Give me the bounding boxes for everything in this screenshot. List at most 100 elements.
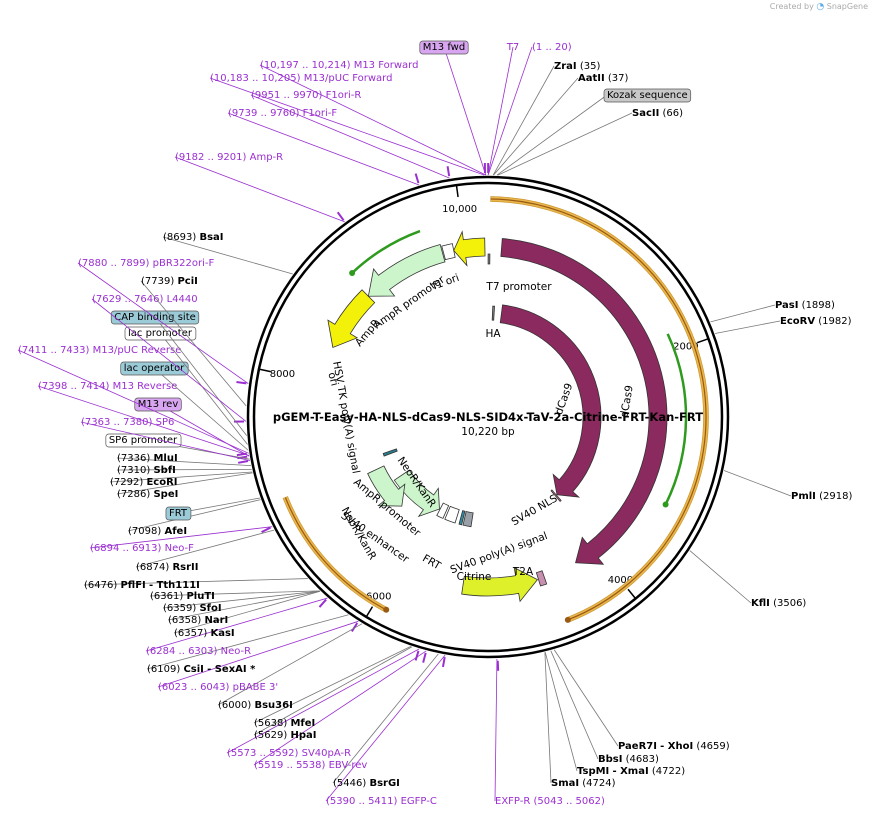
- label-leader-line: [77, 262, 249, 384]
- feature-f1-ori[interactable]: [453, 230, 486, 267]
- map-label[interactable]: (5390 .. 5411) EGFP-C: [326, 796, 437, 807]
- map-label[interactable]: PaeR7I - XhoI (4659): [618, 741, 730, 752]
- map-label[interactable]: (7292) EcoRI: [110, 477, 178, 488]
- map-label[interactable]: PmlI (2918): [791, 491, 852, 502]
- map-label[interactable]: M13 rev: [138, 399, 179, 410]
- map-label[interactable]: (6359) SfoI: [163, 603, 222, 614]
- feature-dcas9[interactable]: [499, 304, 602, 498]
- map-label[interactable]: SacII (66): [632, 108, 683, 119]
- map-label[interactable]: lac operator: [124, 363, 185, 374]
- feature-ampr-promoter[interactable]: [441, 243, 456, 261]
- map-label[interactable]: ZraI (35): [554, 61, 600, 72]
- feature-frt[interactable]: [458, 510, 466, 526]
- map-label[interactable]: (10,197 .. 10,214) M13 Forward: [260, 60, 418, 71]
- backbone-inner-ring: [252, 181, 724, 653]
- map-label[interactable]: (7880 .. 7899) pBR322ori-F: [78, 258, 214, 269]
- map-label[interactable]: (7629 .. 7646) L4440: [92, 294, 198, 305]
- map-label[interactable]: FRT: [169, 508, 188, 519]
- map-label[interactable]: EXFP-R (5043 .. 5062): [495, 796, 605, 807]
- map-label[interactable]: (7411 .. 7433) M13/pUC Reverse: [18, 345, 181, 356]
- map-label[interactable]: (7286) SpeI: [117, 489, 178, 500]
- map-label[interactable]: (6894 .. 6913) Neo-F: [90, 543, 194, 554]
- tick-mark: [696, 337, 709, 344]
- label-leader-line: [154, 316, 248, 436]
- map-label[interactable]: (6000) Bsu36I: [218, 700, 293, 711]
- feature-t7-promoter[interactable]: [487, 253, 491, 265]
- map-label[interactable]: lac promoter: [128, 328, 193, 339]
- map-label[interactable]: T7: [506, 42, 519, 53]
- orf-arrow-tip: [383, 606, 390, 613]
- primer-marker: [441, 656, 446, 668]
- map-label[interactable]: PasI (1898): [775, 300, 835, 311]
- feature-sv40-enhancer[interactable]: [444, 505, 460, 524]
- label-leader-line: [715, 320, 781, 334]
- map-label[interactable]: (7398 .. 7414) M13 Reverse: [38, 381, 177, 392]
- map-label[interactable]: (5573 .. 5592) SV40pA-R: [227, 748, 351, 759]
- feature-ha[interactable]: [491, 305, 495, 321]
- feature-neor-kanr[interactable]: [393, 469, 440, 518]
- map-label[interactable]: (6284 .. 6303) Neo-R: [146, 646, 251, 657]
- feature-dcas9[interactable]: [500, 238, 668, 565]
- map-label[interactable]: (6476) PflFI - Tth111I: [84, 580, 200, 591]
- map-label[interactable]: (5629) HpaI: [254, 730, 316, 741]
- label-box: [105, 433, 182, 448]
- map-label[interactable]: (7363 .. 7380) SP6: [81, 417, 174, 428]
- feature-sv40-poly-a-signal[interactable]: [462, 511, 474, 528]
- map-label[interactable]: (5446) BsrGI: [333, 778, 400, 789]
- backbone-outer-ring: [246, 175, 730, 659]
- map-label[interactable]: AatII (37): [578, 73, 629, 84]
- map-label[interactable]: (6109) CsiI - SexAI *: [147, 664, 256, 675]
- label-leader-line: [253, 646, 411, 724]
- feature-label: T7 promoter: [485, 281, 552, 293]
- tick-mark: [365, 606, 374, 618]
- map-label[interactable]: (9951 .. 9970) F1ori-R: [251, 90, 361, 101]
- primer-marker: [236, 380, 247, 385]
- feature-citrine[interactable]: [461, 566, 539, 603]
- map-label[interactable]: KflI (3506): [751, 598, 806, 609]
- map-label[interactable]: SP6 promoter: [109, 435, 178, 446]
- label-leader-line: [159, 332, 248, 445]
- label-leader-line: [226, 648, 420, 754]
- map-label[interactable]: (6023 .. 6043) pBABE 3': [158, 682, 278, 693]
- map-label[interactable]: (7310) SbfI: [117, 465, 176, 476]
- map-label[interactable]: (10,183 .. 10,205) M13/pUC Forward: [210, 73, 392, 84]
- label-leader-line: [487, 46, 533, 176]
- map-label[interactable]: BbsI (4683): [598, 754, 659, 765]
- label-leader-line: [149, 590, 320, 597]
- map-label[interactable]: (5638) MfeI: [254, 718, 315, 729]
- map-label[interactable]: (6874) RsrII: [136, 562, 198, 573]
- label-leader-line: [544, 652, 578, 772]
- map-label[interactable]: (6357) KasI: [174, 628, 235, 639]
- map-label[interactable]: (6361) PluTI: [150, 591, 215, 602]
- label-leader-line: [544, 652, 552, 784]
- feature-sv40-nls[interactable]: [550, 489, 562, 502]
- label-box: [603, 88, 692, 103]
- map-label[interactable]: TspMI - XmaI (4722): [577, 766, 685, 777]
- primer-marker: [261, 526, 271, 533]
- map-label[interactable]: SmaI (4724): [551, 778, 616, 789]
- label-box: [124, 326, 197, 341]
- label-leader-line: [145, 597, 328, 652]
- map-label[interactable]: (6358) NarI: [168, 615, 228, 626]
- map-label[interactable]: EcoRV (1982): [780, 316, 852, 327]
- label-leader-line: [332, 653, 439, 784]
- feature-neor-kanr[interactable]: [367, 465, 406, 507]
- feature-hsv-tk-poly-a-signal[interactable]: [382, 448, 398, 457]
- map-label[interactable]: Kozak sequence: [607, 90, 688, 101]
- map-label[interactable]: (7098) AfeI: [128, 526, 187, 537]
- feature-ampr[interactable]: [367, 244, 446, 297]
- map-label[interactable]: M13 fwd: [423, 42, 465, 53]
- label-leader-line: [127, 499, 261, 532]
- feature-t2a[interactable]: [535, 570, 548, 587]
- map-label[interactable]: (1 .. 20): [532, 42, 572, 53]
- map-label[interactable]: (7739) PciI: [141, 276, 198, 287]
- label-leader-line: [710, 304, 776, 323]
- map-label[interactable]: (9739 .. 9760) F1ori-F: [228, 108, 337, 119]
- primer-marker: [237, 460, 249, 464]
- feature-ampr-promoter[interactable]: [436, 502, 450, 519]
- map-label[interactable]: (7336) MluI: [117, 453, 178, 464]
- map-label[interactable]: (8693) BsaI: [163, 232, 224, 243]
- label-leader-line: [487, 46, 514, 176]
- map-label[interactable]: (9182 .. 9201) Amp-R: [175, 152, 283, 163]
- map-label[interactable]: (5519 .. 5538) EBV-rev: [254, 760, 367, 771]
